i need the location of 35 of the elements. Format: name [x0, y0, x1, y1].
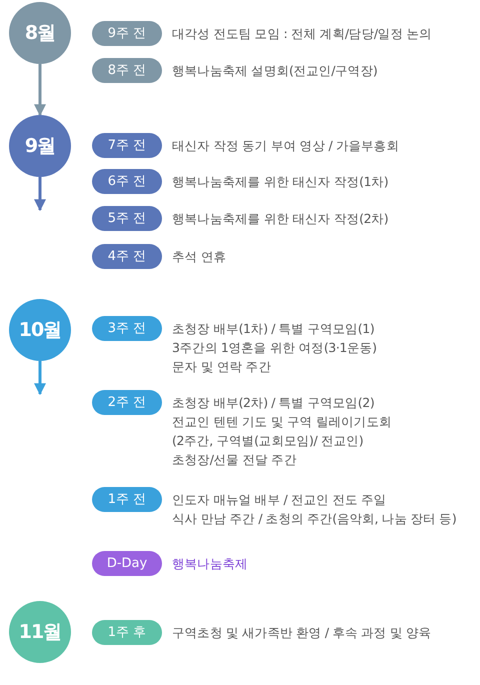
week-badge: 6주 전 — [92, 168, 162, 194]
week-badge: 5주 전 — [92, 206, 162, 230]
week-badge: 3주 전 — [92, 316, 162, 340]
event-text: (2주간, 구역별(교회모임)/ 전교인) — [172, 432, 364, 450]
event-text: 태신자 작정 동기 부여 영상 / 가을부흥회 — [172, 136, 399, 154]
month-circle: 11월 — [9, 601, 71, 663]
event-text: 추석 연휴 — [172, 248, 226, 266]
month-circle: 8월 — [9, 2, 71, 64]
arrow — [34, 64, 46, 116]
event-text: 식사 만남 주간 / 초청의 주간(음악회, 나눔 장터 등) — [172, 510, 456, 528]
event-text: 초청장/선물 전달 주간 — [172, 450, 296, 468]
event-text: 행복나눔축제를 위한 태신자 작정(1차) — [172, 172, 388, 190]
week-badge: 9주 전 — [92, 20, 162, 46]
month-circle: 10월 — [9, 299, 71, 361]
event-text: 문자 및 연락 주간 — [172, 358, 271, 376]
week-badge: 1주 전 — [92, 486, 162, 512]
event-text: 행복나눔축제 설명회(전교인/구역장) — [172, 62, 378, 80]
week-badge: 2주 전 — [92, 390, 162, 414]
event-text: 3주간의 1영혼을 위한 여정(3·1운동) — [172, 338, 377, 356]
week-badge: 1주 후 — [92, 620, 162, 644]
event-text: 초청장 배부(2차) / 특별 구역모임(2) — [172, 394, 374, 412]
event-text: 구역초청 및 새가족반 환영 / 후속 과정 및 양육 — [172, 624, 432, 642]
week-badge: 4주 전 — [92, 244, 162, 268]
event-text: 전교인 텐텐 기도 및 구역 릴레이기도회 — [172, 412, 392, 430]
arrow — [34, 361, 46, 396]
event-text: 대각성 전도팀 모임 : 전체 계획/담당/일정 논의 — [172, 24, 432, 42]
arrow — [34, 177, 46, 212]
event-text: 인도자 매뉴얼 배부 / 전교인 전도 주일 — [172, 490, 386, 508]
week-badge: 8주 전 — [92, 58, 162, 82]
week-badge: D-Day — [92, 550, 162, 576]
event-text: 행복나눔축제를 위한 태신자 작정(2차) — [172, 210, 388, 228]
event-text: 행복나눔축제 — [172, 554, 248, 572]
event-text: 초청장 배부(1차) / 특별 구역모임(1) — [172, 320, 374, 338]
week-badge: 7주 전 — [92, 132, 162, 158]
month-circle: 9월 — [9, 115, 71, 177]
